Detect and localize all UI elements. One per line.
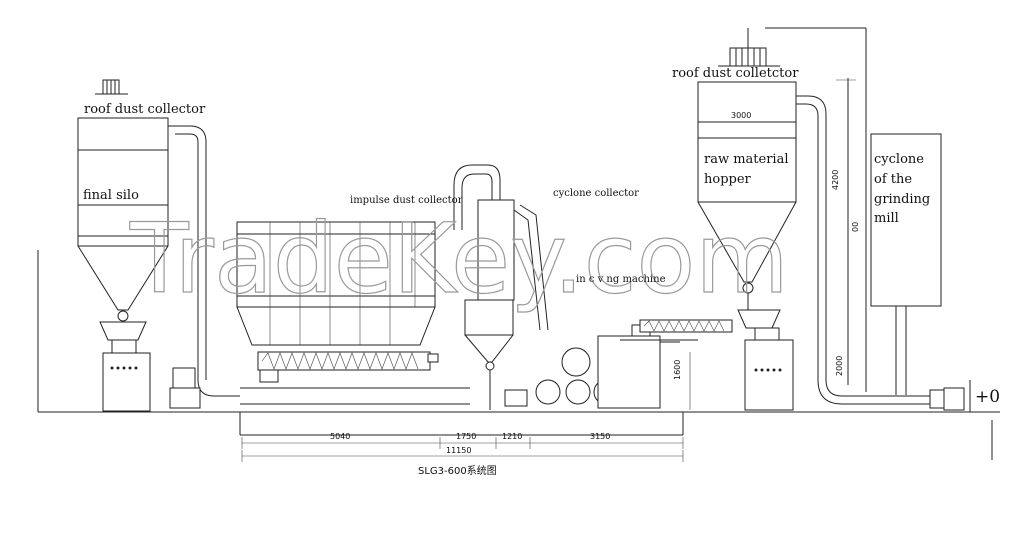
dim-4200: 4200 — [831, 170, 840, 190]
label-cyclone: cyclone — [874, 152, 924, 167]
impulse-dust-collector — [236, 221, 470, 405]
label-roof-dust-collector-right: roof dust colletctor — [672, 66, 799, 81]
label-plus-zero: +0 — [975, 387, 1000, 407]
dim-3150: 3150 — [590, 432, 610, 441]
dim-3000: 3000 — [731, 111, 751, 120]
watermark-text: TradeKey.com — [129, 203, 789, 315]
final-silo — [77, 79, 240, 412]
grinding-machine — [535, 319, 733, 409]
label-raw-material: raw material — [704, 152, 789, 167]
dim-1750: 1750 — [456, 432, 476, 441]
label-machine-partial: in c v ng machine — [576, 274, 666, 285]
label-impulse-dust-collector: impulse dust collector — [350, 195, 463, 206]
dim-2000: 2000 — [835, 356, 844, 376]
diagram-caption: SLG3-600系统图 — [418, 464, 497, 477]
dim-1210: 1210 — [502, 432, 522, 441]
label-cyclone-collector: cyclone collector — [553, 188, 639, 199]
dimension-lines — [241, 352, 691, 462]
cyclone-collector — [453, 164, 549, 410]
label-grinding: grinding — [874, 192, 930, 207]
label-roof-dust-collector-left: roof dust collector — [84, 102, 206, 117]
label-hopper: hopper — [704, 172, 752, 187]
label-mill: mill — [874, 211, 899, 226]
dim-1600: 1600 — [673, 360, 682, 380]
label-final-silo: final silo — [83, 188, 139, 203]
dim-11150: 11150 — [446, 446, 471, 455]
cyclone-grinding-mill — [870, 133, 942, 395]
dim-00: 00 — [851, 222, 860, 232]
dim-5040: 5040 — [330, 432, 350, 441]
label-of-the: of the — [874, 172, 912, 187]
ground-lines — [37, 250, 1000, 460]
raw-material-hopper — [697, 27, 965, 411]
